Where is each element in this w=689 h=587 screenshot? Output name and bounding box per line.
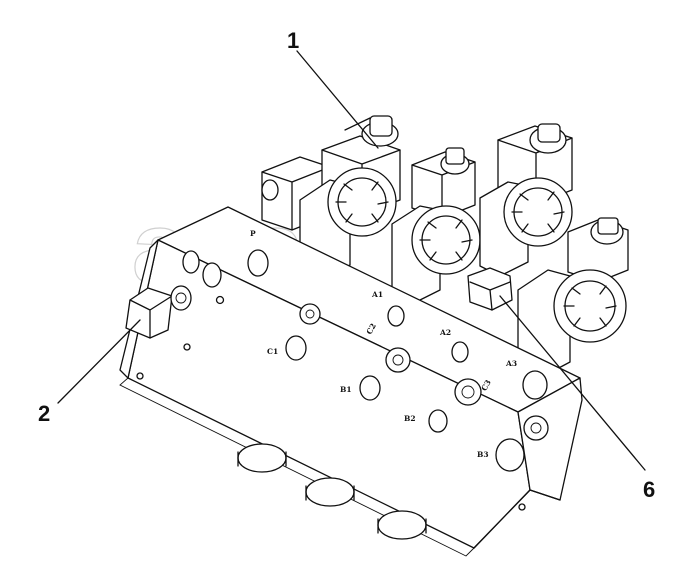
port-labels: P A1 C1 C2 A2 A3 C3 B1 B2 B3 [250,229,517,459]
callout-number-2: 2 [38,401,50,426]
solenoid-coil-back-3 [411,147,476,219]
port-label-a1: A1 [371,290,383,299]
port-label-c1: C1 [267,347,278,356]
coil-nut-4 [517,269,627,379]
relief-valve-cap [125,285,192,339]
callout-number-6: 6 [643,477,655,502]
port-label-a3: A3 [505,359,517,368]
manifold-ports [136,249,549,511]
coil-nut-2 [391,205,481,306]
port-label-b2: B2 [404,414,416,423]
port-label-p: P [250,229,256,238]
coil-nut-3 [479,177,573,277]
solenoid-coil-back-5 [567,217,629,283]
callout-number-1: 1 [287,28,299,53]
hex-plug [467,267,513,311]
port-label-b1: B1 [340,385,352,394]
callout-1: 1 [287,28,379,149]
manifold-block [119,206,583,557]
callout-6: 6 [499,295,655,502]
callout-2: 2 [38,319,141,426]
port-label-a2: A2 [439,328,451,337]
coil-nut-1 [299,167,397,281]
port-label-b3: B3 [477,450,489,459]
